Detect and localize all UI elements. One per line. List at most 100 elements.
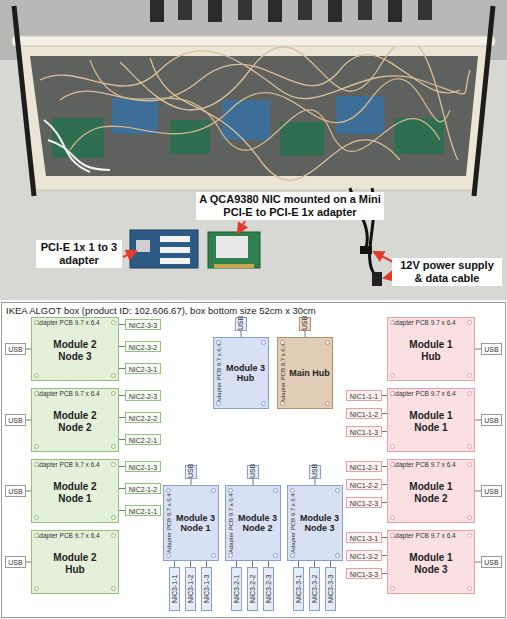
port-label: NIC2-3-2: [126, 343, 160, 350]
connector-line: [119, 439, 125, 440]
port-box: NIC1-1-1: [346, 390, 382, 401]
port-box: NIC2-3-3: [125, 319, 161, 330]
board-name: Main Hub: [289, 368, 330, 378]
adapter-board: Adapter PCB 9.7 x 6.4Module 3 Hub: [213, 337, 269, 409]
port-label: USB: [482, 488, 501, 495]
port-label: NIC3-2-2: [248, 568, 257, 610]
connector-line: [119, 324, 125, 325]
port-label: USB: [482, 417, 501, 424]
mounting-hole: [390, 515, 395, 520]
port-label: NIC2-1-3: [126, 463, 160, 470]
port-box: USB: [5, 485, 26, 497]
port-box: USB: [247, 465, 259, 479]
port-box: NIC2-1-1: [125, 505, 161, 516]
antenna-cable: [70, 79, 450, 150]
pcb-size-label: Adapter PCB 9.7 x 6.4: [35, 532, 100, 539]
pcb-size-label: Adapter PCB 9.7 x 6.4: [391, 461, 456, 468]
port-box: USB: [481, 343, 502, 355]
antenna: [238, 0, 252, 20]
port-box: USB: [5, 556, 26, 568]
port-label: NIC3-3-2: [310, 568, 319, 610]
mounting-hole: [467, 320, 472, 325]
port-box: NIC1-2-3: [346, 497, 382, 508]
connector-line: [174, 561, 175, 567]
mounting-hole: [467, 515, 472, 520]
connector-line: [119, 368, 125, 369]
port-label: NIC3-2-1: [232, 568, 241, 610]
board-name: Module 1 Node 2: [402, 481, 460, 504]
leader-arrow: [238, 221, 245, 233]
connector-line: [382, 537, 387, 538]
port-box: NIC1-3-2: [346, 550, 382, 561]
mounting-hole: [390, 320, 395, 325]
port-box: NIC1-1-2: [346, 408, 382, 419]
port-box: USB: [481, 556, 502, 568]
circuit-board: [170, 120, 210, 154]
bin-interior: [30, 56, 478, 176]
connector-line: [475, 491, 481, 492]
port-label: NIC2-2-2: [126, 414, 160, 421]
connector-line: [330, 561, 331, 567]
port-label: USB: [482, 346, 501, 353]
connector-line: [190, 561, 191, 567]
port-label: USB: [310, 466, 320, 478]
mounting-hole: [467, 586, 472, 591]
mounting-hole: [111, 462, 116, 467]
connector-line: [119, 417, 125, 418]
mounting-hole: [390, 391, 395, 396]
connector-line: [119, 488, 125, 489]
adapter-board: Adapter PCB 9.7 x 6.4Module 1 Node 3: [387, 530, 475, 594]
port-label: NIC3-3-3: [326, 568, 335, 610]
adapter-board: Adapter PCB 9.7 x 6.4Module 2 Node 1: [31, 459, 119, 523]
connector-line: [26, 349, 31, 350]
connector-line: [119, 466, 125, 467]
connector-line: [268, 561, 269, 567]
port-label: USB: [6, 559, 25, 566]
port-box: NIC3-2-3: [263, 567, 274, 611]
mounting-hole: [467, 533, 472, 538]
mounting-hole: [280, 340, 285, 345]
port-label: USB: [482, 559, 501, 566]
mounting-hole: [111, 391, 116, 396]
mounting-hole: [273, 488, 278, 493]
connector-line: [119, 510, 125, 511]
box-title: IKEA ALGOT box (product ID: 102.606.67),…: [6, 305, 316, 316]
port-box: NIC3-3-3: [325, 567, 336, 611]
mounting-hole: [273, 553, 278, 558]
mounting-hole: [280, 401, 285, 406]
mounting-hole: [111, 586, 116, 591]
nic-module: [216, 236, 248, 258]
port-box: NIC1-2-2: [346, 479, 382, 490]
port-box: NIC3-2-2: [247, 567, 258, 611]
mounting-hole: [467, 391, 472, 396]
board-name: Module 3 Node 1: [175, 513, 216, 534]
connector-line: [475, 420, 481, 421]
port-box: NIC2-2-1: [125, 434, 161, 445]
annotation-label: A QCA9380 NIC mounted on a Mini PCI-E to…: [196, 192, 384, 220]
pcb-size-label: Adapter PCB 9.7 x 6.4: [391, 319, 456, 326]
circuit-board: [336, 96, 384, 134]
port-label: NIC1-1-2: [347, 410, 381, 417]
board-name: Module 2 Hub: [46, 552, 104, 575]
antenna-cable: [90, 60, 440, 151]
enclosure-box: IKEA ALGOT box (product ID: 102.606.67),…: [1, 302, 506, 618]
pcie-slot: [160, 236, 190, 242]
circuit-board: [222, 100, 270, 140]
board-name: Module 1 Hub: [402, 339, 460, 362]
mounting-hole: [335, 553, 340, 558]
antenna: [388, 0, 402, 22]
connector-line: [206, 561, 207, 567]
port-label: NIC2-1-1: [126, 507, 160, 514]
frame-pole: [474, 6, 493, 196]
adapter-board: Adapter PCB 9.7 x 6.4Module 3 Node 3: [287, 485, 343, 561]
port-label: USB: [6, 488, 25, 495]
connector-line: [253, 479, 254, 485]
port-box: NIC2-3-2: [125, 341, 161, 352]
mounting-hole: [111, 533, 116, 538]
bin-body: [18, 42, 489, 190]
mounting-hole: [467, 444, 472, 449]
pcie-slot: [160, 258, 190, 264]
mounting-hole: [228, 488, 233, 493]
port-label: NIC3-1-3: [202, 568, 211, 610]
